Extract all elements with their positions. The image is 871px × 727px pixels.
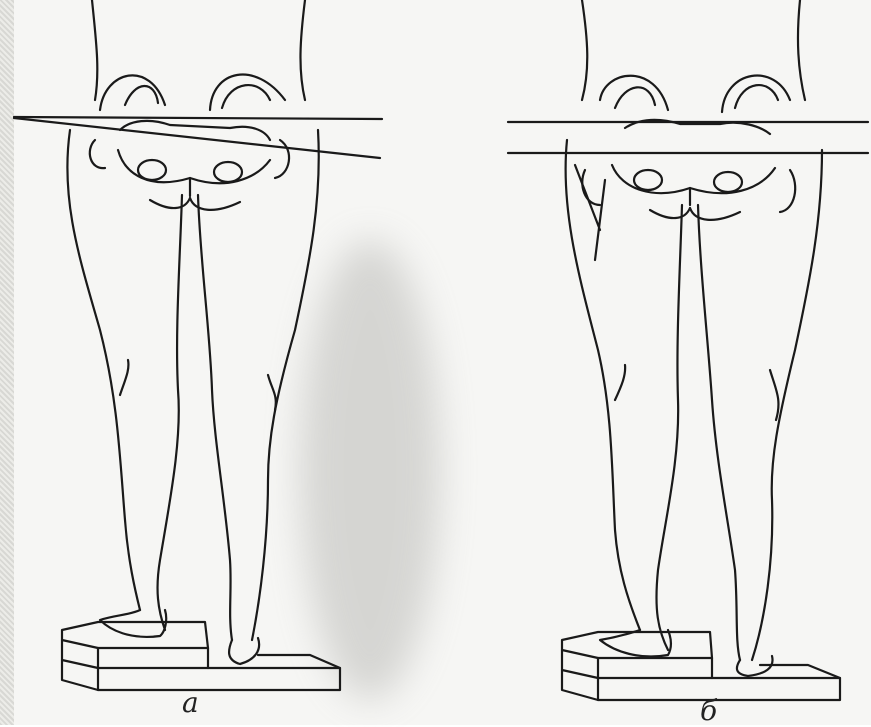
panel-b-label: б — [700, 694, 717, 727]
panel-b-figure — [562, 0, 840, 700]
panel-a-figure — [62, 0, 340, 690]
panel-a-horizontal-line — [14, 117, 382, 119]
panel-a-label: а — [182, 686, 199, 719]
